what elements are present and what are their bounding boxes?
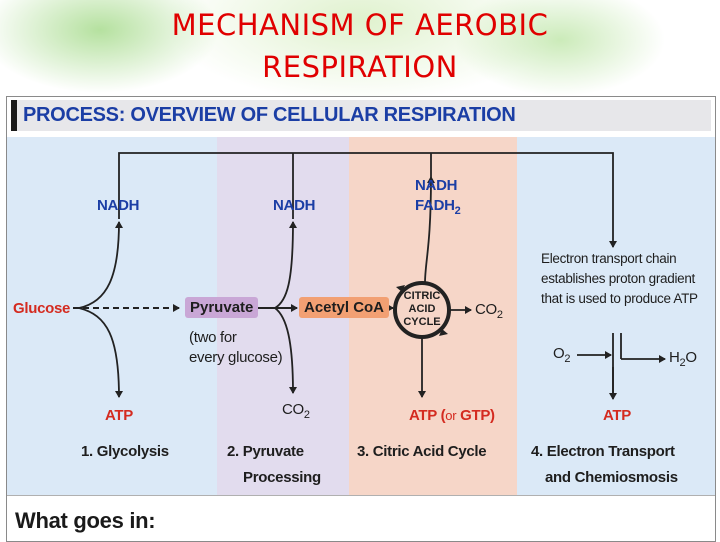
co2-subscript: 2 (303, 409, 310, 421)
electron-transport-panel (517, 137, 715, 537)
citric-acid-cycle-label: CITRIC ACID CYCLE (400, 290, 444, 329)
fadh-text: FADH (415, 197, 455, 214)
figure-header-text: PROCESS: OVERVIEW OF CELLULAR RESPIRATIO… (11, 100, 711, 131)
o-text: O (685, 349, 697, 366)
cycle-label-line-2: ACID (408, 303, 436, 315)
h-text: H (669, 349, 680, 366)
cellular-respiration-figure: PROCESS: OVERVIEW OF CELLULAR RESPIRATIO… (6, 96, 716, 542)
h2o-subscript: 2 (679, 357, 686, 369)
what-goes-in-label: What goes in: (15, 508, 156, 533)
figure-header: PROCESS: OVERVIEW OF CELLULAR RESPIRATIO… (7, 97, 715, 133)
stage-2-label-line-2: Processing (243, 469, 321, 486)
cycle-atp-label: ATP (or GTP) (409, 407, 495, 424)
cycle-nadh-arrow (424, 176, 435, 284)
h2o-label: H2O (669, 349, 697, 369)
citric-acid-cycle-panel (349, 137, 517, 537)
stage-4-label-line-1: 4. Electron Transport (531, 443, 675, 460)
atp-or-text: or (445, 408, 457, 423)
glucose-label: Glucose (13, 300, 71, 317)
pyruvate-nadh-label: NADH (273, 197, 316, 214)
cycle-arrow-bottom (439, 329, 448, 336)
slide-title-line-1: MECHANISM OF AEROBIC (171, 8, 549, 42)
gtp-text: GTP) (456, 407, 495, 424)
o2-subscript: 2 (564, 353, 571, 365)
cycle-nadh-label: NADH (415, 177, 458, 194)
etc-atp-label: ATP (603, 407, 631, 424)
cycle-label-line-3: CYCLE (403, 316, 441, 328)
stage-2-label-line-1: 2. Pyruvate (227, 443, 304, 460)
cycle-co2-label: CO2 (475, 301, 503, 321)
glycolysis-atp-label: ATP (105, 407, 133, 424)
slide-title: MECHANISM OF AEROBIC RESPIRATION (0, 4, 720, 88)
co2-text: CO (282, 401, 304, 418)
cycle-fadh2-label: FADH2 (415, 197, 461, 217)
fadh-subscript: 2 (454, 205, 461, 217)
cycle-arrow-top (396, 285, 405, 292)
etc-description-line-3: that is used to produce ATP (541, 291, 698, 306)
o2-label: O2 (553, 345, 570, 365)
pyruvate-co2-label: CO2 (282, 401, 310, 421)
slide-title-line-2: RESPIRATION (262, 50, 458, 84)
glycolysis-nadh-arrow (78, 221, 123, 309)
pyruvate-box: Pyruvate (185, 297, 259, 318)
glycolysis-atp-arrow (78, 307, 123, 398)
stage-4-label-line-2: and Chemiosmosis (545, 469, 678, 486)
co2-subscript-2: 2 (496, 309, 503, 321)
flow-arrows (73, 152, 666, 400)
pyruvate-note-line-1: (two for (189, 329, 237, 346)
figure-footer: What goes in: (7, 495, 715, 541)
pyruvate-nadh-arrow (274, 221, 297, 309)
atp-text: ATP ( (409, 407, 446, 424)
stage-3-label: 3. Citric Acid Cycle (357, 443, 487, 460)
etc-description-line-1: Electron transport chain (541, 251, 677, 266)
o2-text: O (553, 345, 565, 362)
acetyl-coa-box: Acetyl CoA (299, 297, 390, 318)
etc-description-line-2: establishes proton gradient (541, 271, 696, 286)
cycle-label-line-1: CITRIC (403, 290, 441, 302)
co2-text-2: CO (475, 301, 497, 318)
stage-1-label: 1. Glycolysis (81, 443, 169, 460)
pyruvate-co2-arrow (274, 307, 297, 394)
glycolysis-nadh-label: NADH (97, 197, 140, 214)
nadh-to-etc-line (118, 152, 617, 248)
pyruvate-note-line-2: every glucose) (189, 349, 283, 366)
pyruvate-processing-panel (217, 137, 349, 537)
